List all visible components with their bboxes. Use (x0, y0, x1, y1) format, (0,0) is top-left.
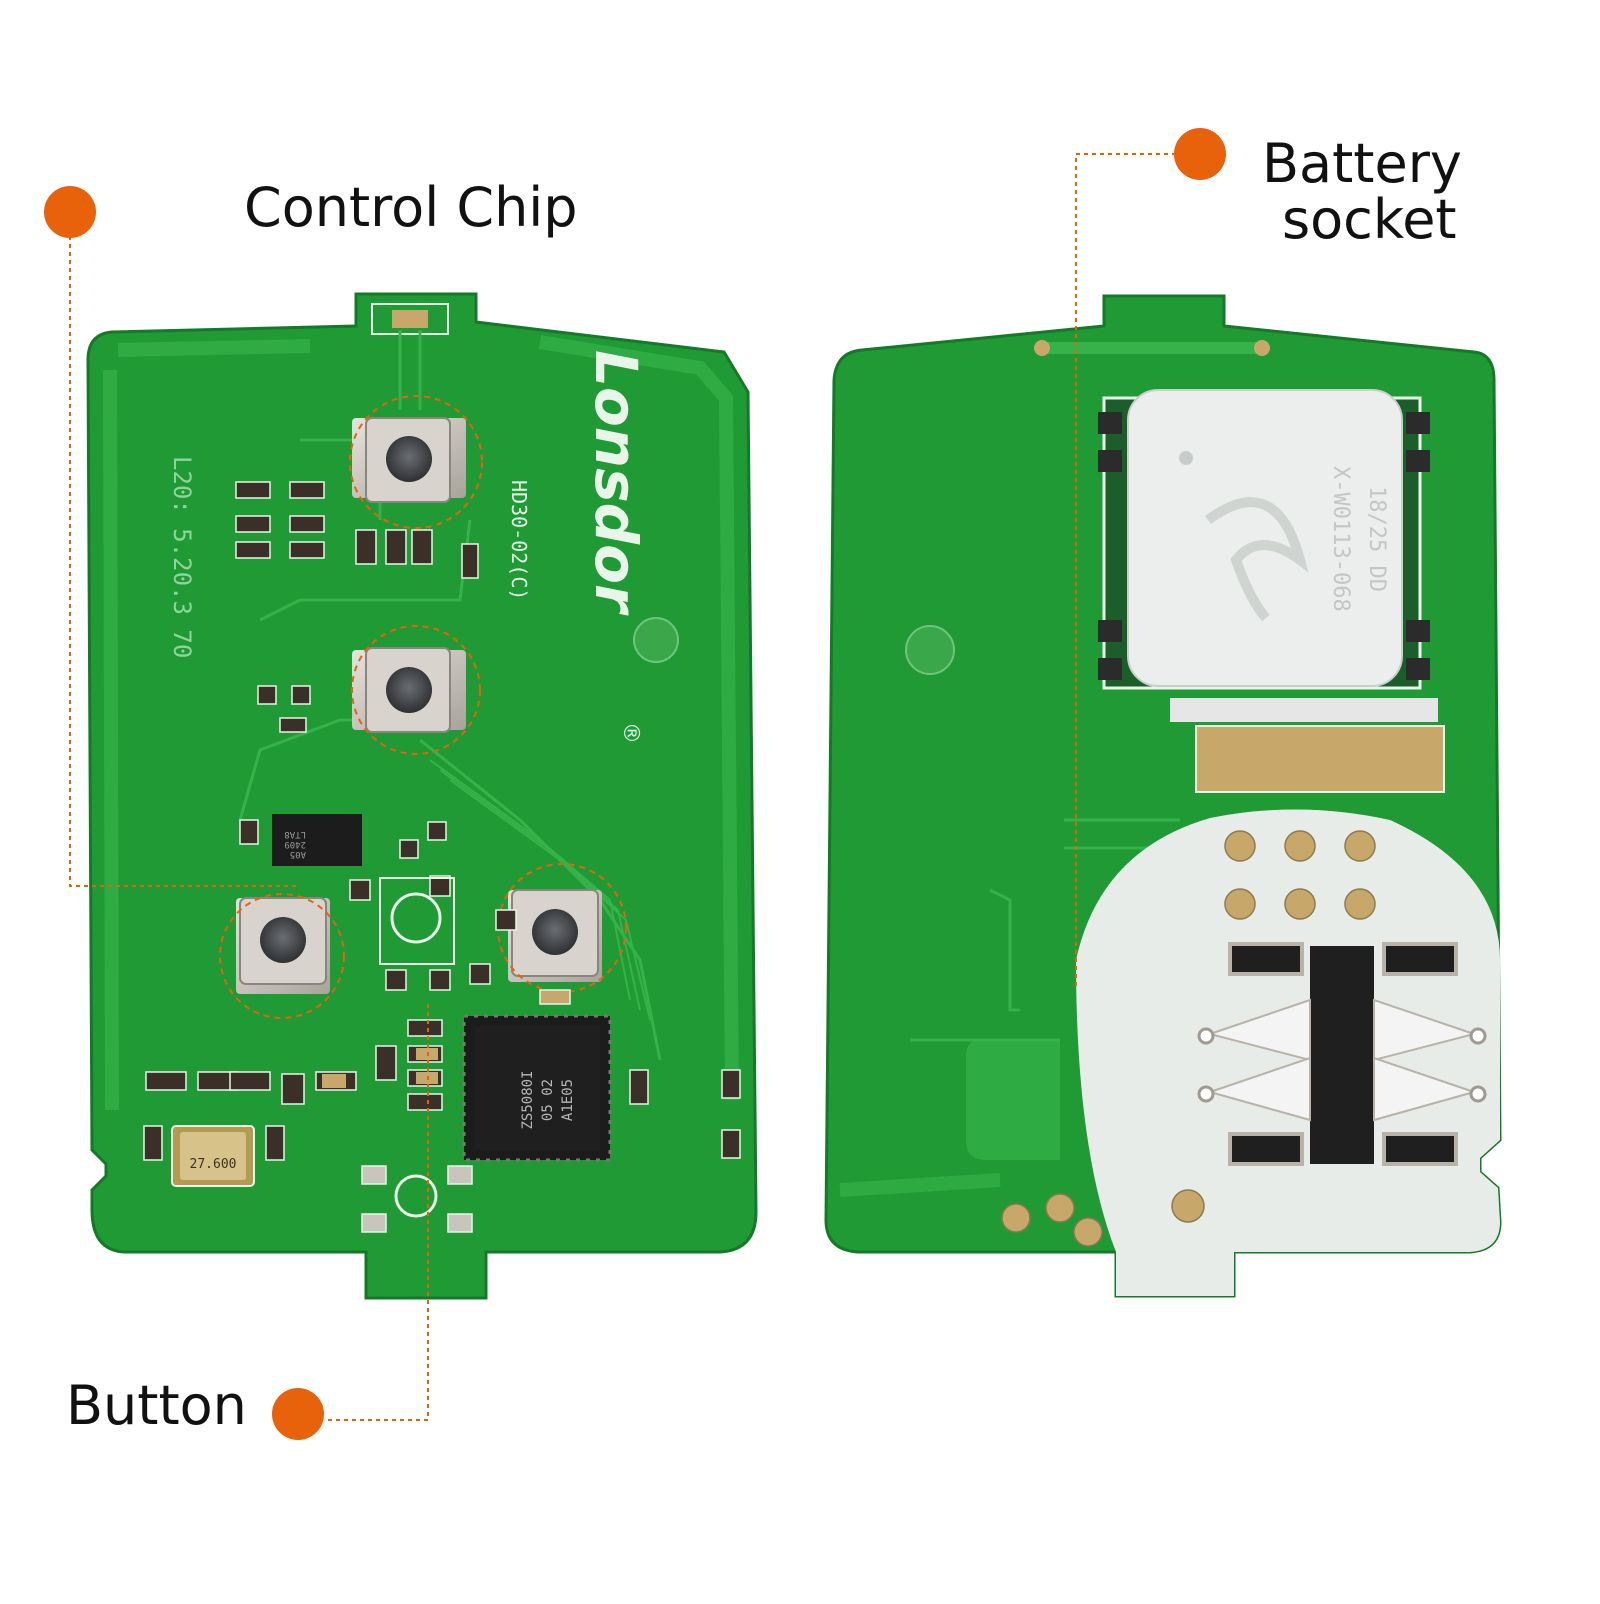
callout-dot-icon (272, 1388, 324, 1440)
battery-socket-label: Battery socket (1262, 136, 1462, 248)
mcu-marking-3: ZS5080I (520, 1070, 536, 1129)
crystal-marking: 27.600 (190, 1157, 237, 1172)
back-pcb-board: X-W0113-068 18/25 DD (824, 294, 1502, 1298)
tactile-button-right (508, 889, 602, 982)
callout-dot-icon (44, 186, 96, 238)
transponder-module: X-W0113-068 18/25 DD (1098, 389, 1445, 793)
tactile-button-middle (352, 647, 466, 733)
eeprom-chip: LTA8 2409 A05 (272, 814, 362, 866)
brand-logo-text: Lonsdor (582, 350, 650, 616)
eeprom-marking-1: LTA8 (284, 829, 306, 839)
battery-socket (1076, 809, 1500, 1296)
callout-dot-icon (1174, 128, 1226, 180)
date-code-marking: L20: 5.20.3 70 (168, 456, 196, 658)
battery-socket-label-line1: Battery (1262, 132, 1462, 195)
control-chip-mcu: A1E05 05 02 ZS5080I (462, 1014, 612, 1162)
transponder-marking-1: X-W0113-068 (1328, 466, 1353, 612)
control-chip-label: Control Chip (244, 176, 578, 239)
tactile-button-top (352, 417, 466, 503)
eeprom-marking-3: A05 (290, 849, 306, 859)
transponder-marking-2: 18/25 DD (1364, 486, 1389, 592)
front-pcb-board: LTA8 2409 A05 A1E05 05 02 ZS5080I 27.600… (86, 292, 758, 1300)
tactile-button-left (236, 897, 330, 994)
eeprom-marking-2: 2409 (284, 839, 306, 849)
callout-leaders (69, 153, 1176, 1421)
battery-socket-label-line2: socket (1282, 188, 1457, 251)
crystal-oscillator: 27.600 (171, 1125, 255, 1187)
registered-mark: ® (618, 722, 643, 744)
model-marking: HD30-02(C) (507, 480, 531, 600)
mcu-marking-1: A1E05 (560, 1079, 576, 1121)
mcu-marking-2: 05 02 (540, 1079, 556, 1121)
button-label: Button (66, 1374, 247, 1437)
